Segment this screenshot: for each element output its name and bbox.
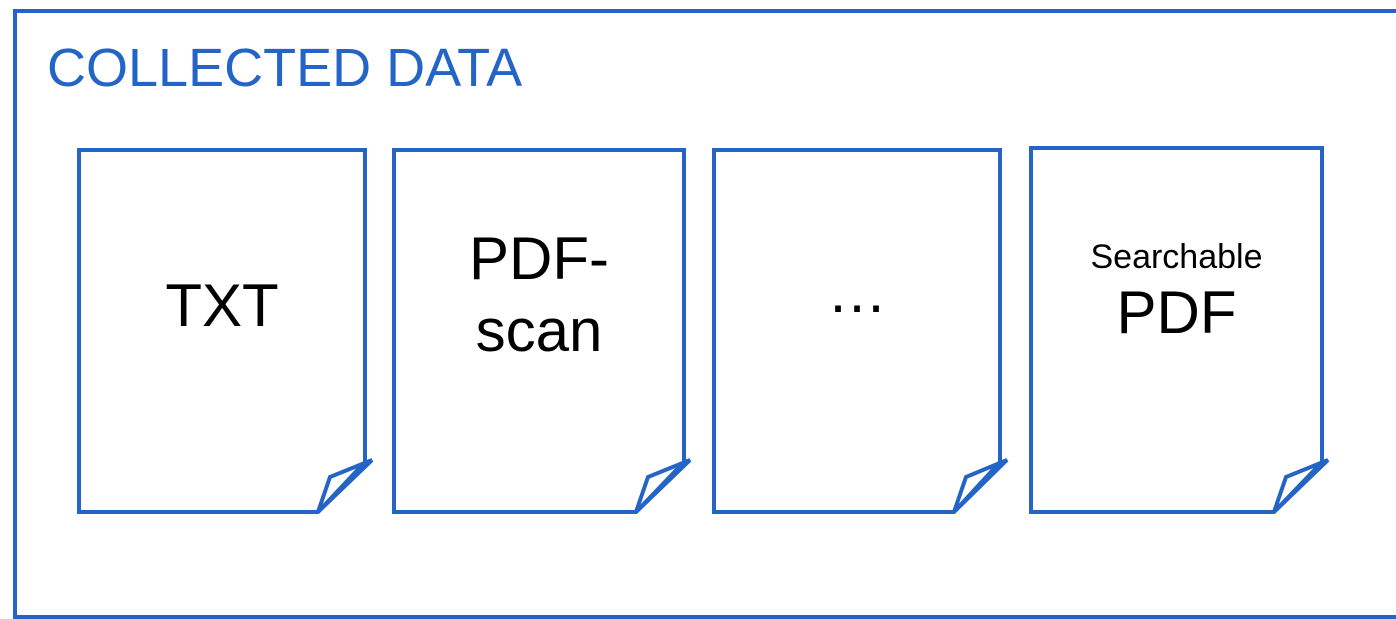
document-label-line: Searchable	[1090, 238, 1263, 276]
container-title: COLLECTED DATA	[47, 38, 523, 98]
document-label-txt: TXT	[79, 150, 365, 462]
document-label-line: PDF-	[469, 225, 609, 292]
document-label-line: scan	[475, 297, 603, 364]
document-label-ellipsis: …	[714, 150, 1000, 462]
document-label-line: PDF	[1116, 279, 1237, 346]
document-label-searchable-pdf: Searchable PDF	[1031, 148, 1322, 438]
document-label-pdf-scan: PDF- scan	[394, 150, 684, 440]
document-label-line: TXT	[165, 272, 279, 339]
document-label-line: …	[827, 258, 887, 325]
